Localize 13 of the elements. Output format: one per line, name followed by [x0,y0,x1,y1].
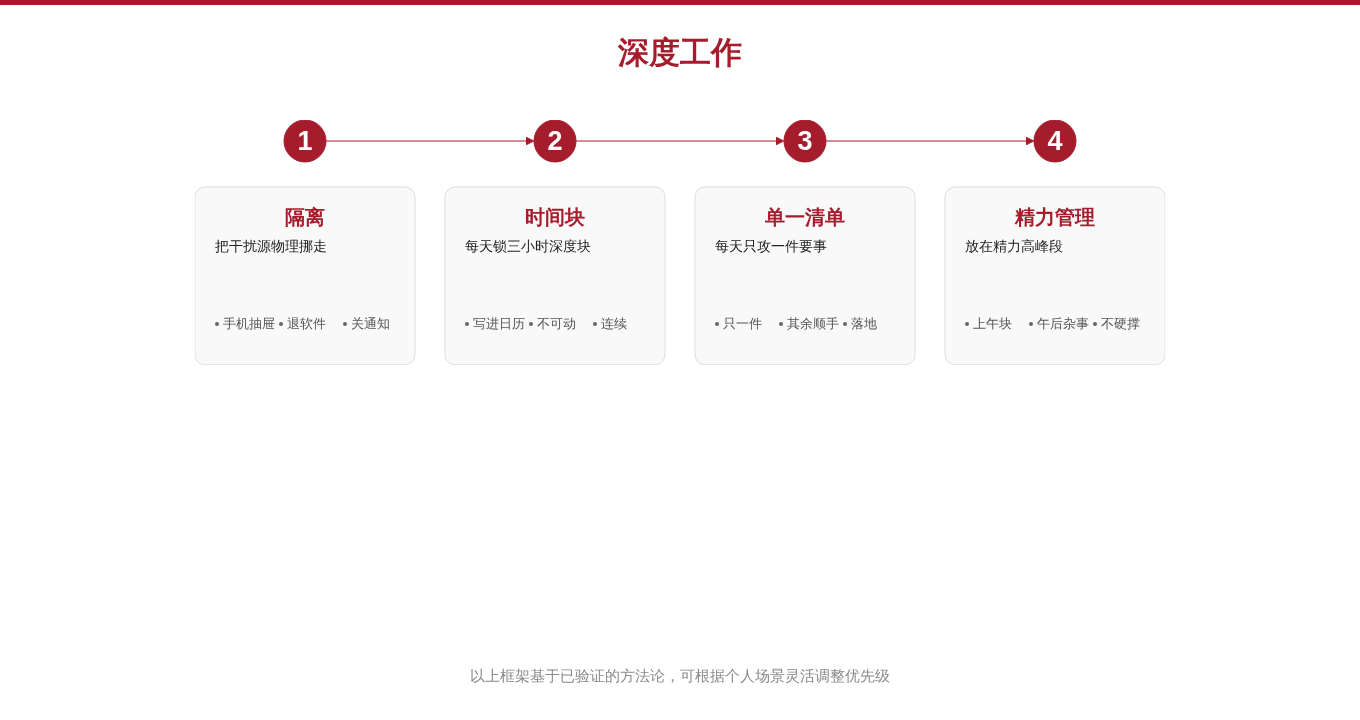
node-box: 精力管理 放在精力高峰段 上午块 午后杂事 不硬撑 [944,186,1165,365]
node-circle: 2 [533,120,577,163]
arrow [325,136,535,146]
arrow [825,136,1035,146]
arrow [575,136,785,146]
node-circle: 4 [1033,120,1077,163]
diagram-title: 深度工作 [618,34,742,72]
node-circle: 3 [783,120,827,163]
node-box: 时间块 每天锁三小时深度块 写进日历 不可动 连续 [444,186,666,365]
node-box: 单一清单 每天只攻一件要事 只一件 其余顺手 落地 [694,186,916,365]
node-box: 隔离 把干扰源物理挪走 手机抽屉 退软件 关通知 [195,186,416,365]
node-circle: 1 [283,120,327,163]
caption: 以上框架基于已验证的方法论，可根据个人场景灵活调整优先级 [470,666,890,686]
